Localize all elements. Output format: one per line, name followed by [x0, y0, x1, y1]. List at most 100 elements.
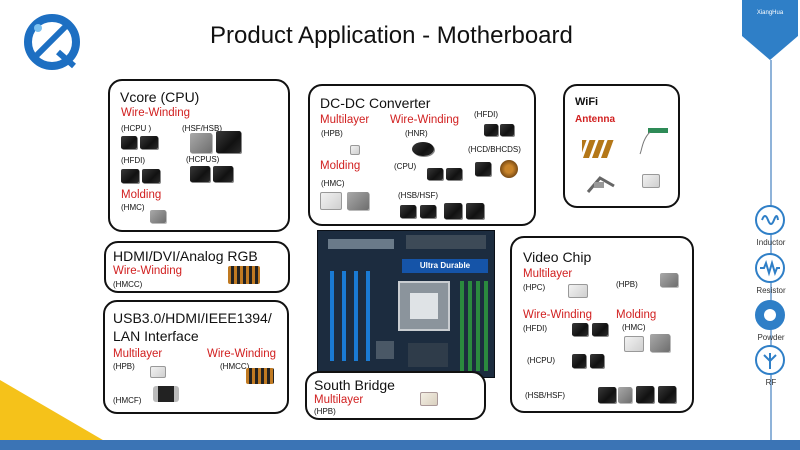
inductor-image — [592, 323, 608, 336]
dcdc-code-hpb: (HPB) — [321, 129, 343, 138]
inductor-image — [121, 169, 139, 183]
page-title: Product Application - Motherboard — [210, 22, 573, 49]
inductor-image — [140, 136, 158, 149]
video-code-hfdi: (HFDI) — [523, 324, 547, 333]
inductor-image — [650, 334, 670, 352]
video-code-hmc: (HMC) — [622, 323, 646, 332]
inductor-image — [190, 166, 210, 182]
inductor-image — [572, 323, 588, 336]
video-multilayer-label: Multilayer — [523, 268, 573, 280]
vcore-title: Vcore (CPU) — [120, 89, 200, 105]
brand-ribbon-text: XiangHua — [756, 10, 784, 16]
inductor-image — [142, 169, 160, 183]
vcore-code-hfdi: (HFDI) — [121, 156, 145, 165]
inductor-image — [121, 136, 137, 149]
hdmi-title: HDMI/DVI/Analog RGB — [113, 248, 258, 264]
inductor-image — [484, 124, 498, 136]
inductor-image — [446, 168, 462, 180]
inductor-image — [246, 368, 274, 384]
dcdc-code-cpu: (CPU) — [394, 162, 417, 171]
inductor-image — [427, 168, 443, 180]
inductor-image — [624, 336, 644, 352]
inductor-image — [412, 142, 434, 156]
sidebar-divider — [770, 60, 772, 440]
video-chip-title: Video Chip — [523, 249, 592, 265]
antenna-image — [586, 172, 620, 196]
usb-wire-winding-label: Wire-Winding — [207, 348, 277, 360]
dcdc-molding-label: Molding — [320, 160, 361, 172]
south-bridge-multilayer-label: Multilayer — [314, 394, 364, 406]
video-code-hcpu: (HCPU) — [527, 356, 555, 365]
usb-code-hmcc: (HMCC) — [220, 362, 250, 371]
inductor-image — [500, 124, 514, 136]
inductor-image — [213, 166, 233, 182]
sidebar-item-resistor[interactable]: Resistor — [756, 286, 786, 295]
dcdc-code-hfdi: (HFDI) — [474, 110, 498, 119]
vcore-wire-winding-label: Wire-Winding — [121, 107, 191, 119]
resistor-icon[interactable] — [755, 253, 785, 283]
vcore-code-hcpus: (HCPUS) — [186, 155, 220, 164]
inductor-image — [420, 392, 438, 406]
usb-code-hpb: (HPB) — [113, 362, 135, 371]
video-wire-winding-label: Wire-Winding — [523, 309, 593, 321]
dcdc-code-hnr: (HNR) — [405, 129, 428, 138]
antenna-image — [642, 174, 660, 188]
dcdc-wire-winding-label: Wire-Winding — [390, 114, 460, 126]
footer-bar — [0, 440, 800, 450]
inductor-image — [590, 354, 604, 368]
inductor-icon[interactable] — [755, 205, 785, 235]
usb-panel — [103, 300, 289, 414]
vcore-molding-label: Molding — [121, 189, 162, 201]
inductor-image — [618, 387, 632, 403]
inductor-image — [500, 160, 518, 178]
dcdc-code-hmc: (HMC) — [321, 179, 345, 188]
wifi-antenna-label: Antenna — [575, 114, 615, 125]
south-bridge-title: South Bridge — [314, 377, 395, 393]
wifi-panel — [563, 84, 680, 208]
inductor-image — [216, 131, 241, 153]
sidebar-item-powder[interactable]: Powder — [757, 333, 785, 342]
inductor-image — [420, 205, 436, 218]
dcdc-title: DC-DC Converter — [320, 95, 431, 111]
usb-title-line1: USB3.0/HDMI/IEEE1394/ — [113, 310, 272, 326]
inductor-image — [350, 145, 360, 155]
antenna-image — [573, 136, 622, 160]
inductor-image — [153, 386, 179, 402]
inductor-image — [658, 386, 676, 403]
inductor-image — [320, 192, 342, 210]
inductor-image — [475, 162, 491, 176]
sidebar-item-rf[interactable]: RF — [765, 378, 777, 387]
inductor-image — [636, 386, 654, 403]
inductor-image — [400, 205, 416, 218]
video-molding-label: Molding — [616, 309, 657, 321]
motherboard-image: Ultra Durable — [317, 230, 495, 378]
inductor-image — [444, 203, 462, 219]
inductor-image — [598, 387, 616, 403]
inductor-image — [660, 273, 678, 287]
inductor-image — [347, 192, 369, 210]
dcdc-code-hcd: (HCD/BHCDS) — [468, 145, 521, 154]
vcore-code-hmc: (HMC) — [121, 203, 145, 212]
hdmi-code-hmcc: (HMCC) — [113, 280, 143, 289]
inductor-image — [572, 354, 586, 368]
usb-code-hmcf: (HMCF) — [113, 396, 142, 405]
vcore-code-hsf: (HSF/HSB) — [182, 124, 222, 133]
inductor-image — [228, 266, 260, 284]
south-bridge-panel — [305, 371, 486, 420]
dcdc-multilayer-label: Multilayer — [320, 114, 370, 126]
inductor-image — [466, 203, 484, 219]
hdmi-wire-winding-label: Wire-Winding — [113, 265, 183, 277]
brand-ribbon — [742, 0, 798, 60]
inductor-image — [190, 133, 212, 153]
rf-antenna-icon[interactable] — [755, 345, 785, 375]
video-code-hpc: (HPC) — [523, 283, 546, 292]
powder-icon[interactable] — [755, 300, 785, 330]
motherboard-label: Ultra Durable — [419, 261, 471, 270]
usb-title-line2: LAN Interface — [113, 328, 199, 344]
sidebar-item-inductor[interactable]: Inductor — [756, 238, 786, 247]
south-bridge-code-hpb: (HPB) — [314, 407, 336, 416]
video-code-hpb: (HPB) — [616, 280, 638, 289]
dcdc-code-hsb: (HSB/HSF) — [398, 191, 438, 200]
vcore-panel — [108, 79, 290, 232]
antenna-image — [638, 126, 672, 156]
